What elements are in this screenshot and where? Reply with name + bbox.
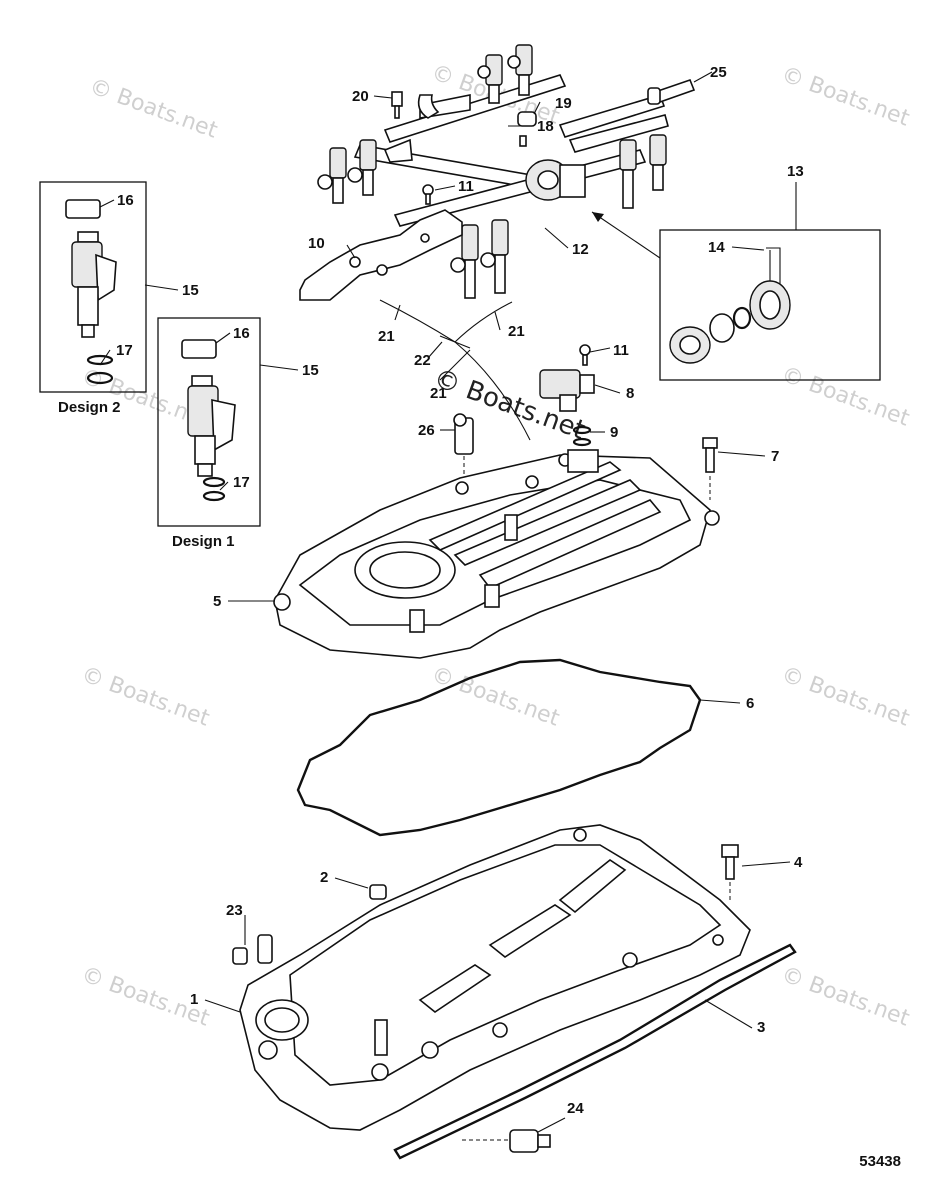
callout-26: 26 [418, 422, 435, 439]
design-2-box [39, 181, 147, 393]
design-1-box [157, 317, 261, 527]
injector [649, 134, 667, 191]
watermark: © Boats.net [778, 362, 913, 432]
callout-7: 7 [771, 448, 779, 465]
leader-lines [99, 71, 797, 1133]
callout-4: 4 [794, 854, 803, 871]
callout-25: 25 [710, 64, 727, 81]
watermark: © Boats.net [86, 74, 221, 144]
injector [317, 147, 347, 204]
watermark: © Boats.net [778, 662, 913, 732]
callout-6: 6 [746, 695, 754, 712]
injector [619, 139, 637, 209]
callout-16-design-1: 16 [233, 325, 250, 342]
callout-12: 12 [572, 241, 589, 258]
figure-number: 53438 [859, 1153, 901, 1170]
callout-16-design-2: 16 [117, 192, 134, 209]
injector [507, 44, 533, 96]
callout-10: 10 [308, 235, 325, 252]
injector [477, 54, 503, 104]
callout-24: 24 [567, 1100, 584, 1117]
callout-11-top: 11 [458, 178, 474, 195]
callout-17-design-2: 17 [116, 342, 133, 359]
callout-11-mid: 11 [613, 342, 629, 359]
design-2-label: Design 2 [58, 399, 121, 416]
fuel-rail-assembly [317, 44, 696, 299]
callout-9: 9 [610, 424, 618, 441]
lower-intake-manifold [239, 824, 751, 1131]
callout-20: 20 [352, 88, 369, 105]
injector [450, 224, 479, 299]
callout-5: 5 [213, 593, 221, 610]
callout-15-design-2: 15 [182, 282, 199, 299]
callout-21-lower: 21 [430, 385, 447, 402]
watermark: © Boats.net [778, 962, 913, 1032]
callout-23: 23 [226, 902, 243, 919]
watermark: © Boats.net [778, 62, 913, 132]
callout-15-design-1: 15 [302, 362, 319, 379]
callout-13: 13 [787, 163, 804, 180]
callout-18: 18 [537, 118, 554, 135]
callout-1: 1 [190, 991, 198, 1008]
map-sensor [539, 369, 595, 447]
regulator-kit-box [659, 229, 881, 381]
callout-22: 22 [414, 352, 431, 369]
bolt-7 [702, 437, 718, 473]
design-1-label: Design 1 [172, 533, 235, 550]
callout-17-design-1: 17 [233, 474, 250, 491]
upper-manifold-gasket [296, 658, 702, 837]
lower-manifold-gasket [393, 943, 797, 1160]
callout-8: 8 [626, 385, 634, 402]
callout-3: 3 [757, 1019, 765, 1036]
injector-design-1 [181, 339, 236, 502]
injector [347, 139, 377, 196]
callout-19: 19 [555, 95, 572, 112]
plug-2 [369, 884, 387, 900]
callout-14: 14 [708, 239, 725, 256]
callout-21-left: 21 [378, 328, 395, 345]
callout-21-right: 21 [508, 323, 525, 340]
callout-2: 2 [320, 869, 328, 886]
fitting-26 [453, 413, 474, 455]
watermark: © Boats.net [78, 662, 213, 732]
upper-intake-manifold [273, 449, 720, 659]
pressure-regulator-kit [669, 247, 791, 364]
sensor-24 [509, 1129, 551, 1153]
injector-design-2 [65, 199, 117, 385]
injector [480, 219, 509, 294]
fitting-23 [232, 934, 273, 965]
callout-numbers: 1 2 3 4 5 6 7 8 9 10 11 11 12 13 14 15 1… [116, 64, 804, 1117]
fuel-rail-bracket [299, 209, 463, 301]
arrow-head [592, 212, 604, 222]
bolt-4 [721, 844, 739, 880]
watermark: © Boats.net [428, 662, 563, 732]
